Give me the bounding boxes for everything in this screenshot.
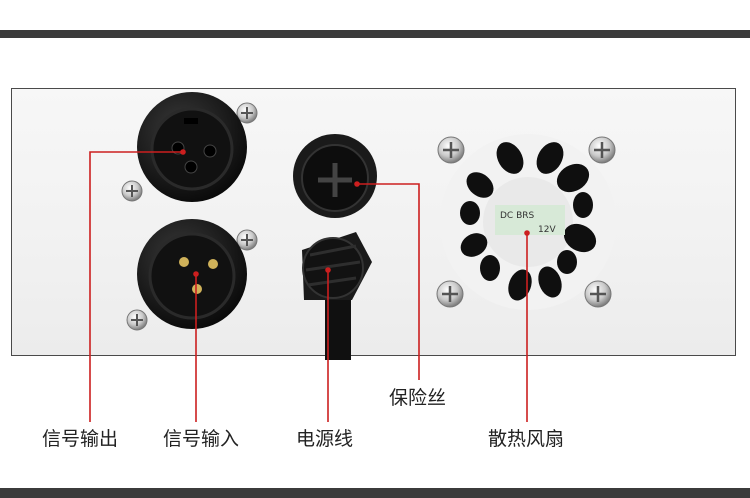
top-frame-bar xyxy=(0,30,750,38)
label-signal-input: 信号输入 xyxy=(163,428,240,450)
screw-fan-top-left xyxy=(437,136,465,164)
screw-fan-bottom-left xyxy=(436,280,464,308)
screw-fan-bottom-right xyxy=(584,280,612,308)
screw-mid-left xyxy=(121,180,143,202)
fan-hub-sticker: DC BRS 12V xyxy=(495,205,565,235)
xlr-female-connector xyxy=(137,92,247,202)
screw-bottom-left xyxy=(126,309,148,331)
label-power-cable: 电源线 xyxy=(296,428,354,450)
screw-fan-top-right xyxy=(588,136,616,164)
xlr-male-connector xyxy=(137,219,247,329)
callout-signal-output xyxy=(89,151,183,422)
label-fuse: 保险丝 xyxy=(389,387,447,409)
power-cable-gland xyxy=(302,232,372,360)
bottom-frame-bar xyxy=(0,488,750,498)
label-cooling-fan: 散热风扇 xyxy=(488,428,565,450)
callout-fuse xyxy=(357,183,420,380)
fan-grille: DC BRS 12V xyxy=(440,134,616,310)
screw-top-left xyxy=(236,102,258,124)
sticker-line1: DC BRS xyxy=(500,211,535,221)
screw-center-left xyxy=(236,229,258,251)
fuse-holder xyxy=(293,134,377,218)
label-signal-output: 信号输出 xyxy=(42,428,119,450)
sticker-line2: 12V xyxy=(538,225,556,235)
